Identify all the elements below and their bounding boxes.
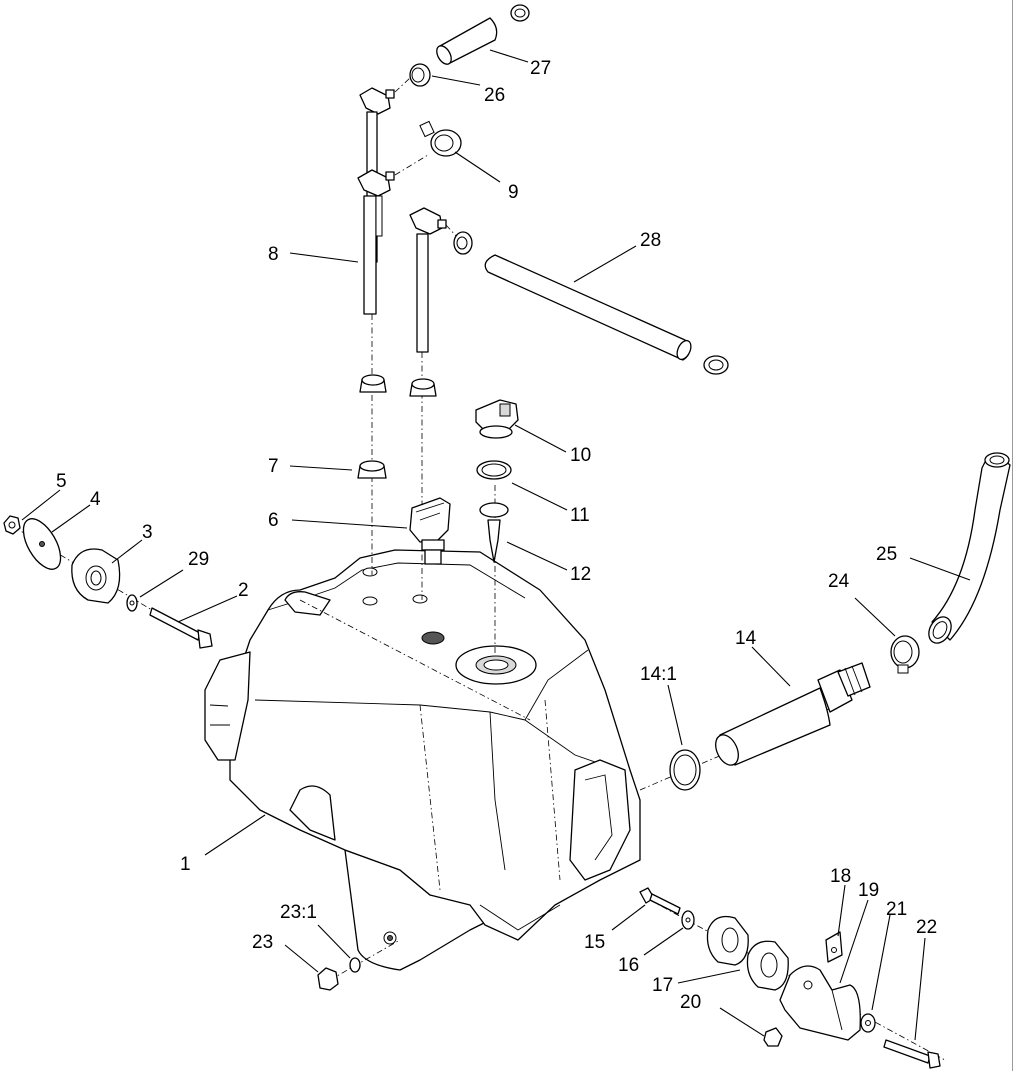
callout-22: 22	[916, 917, 937, 938]
callout-9: 9	[508, 182, 519, 203]
callout-8: 8	[268, 244, 279, 265]
part-24-clamp	[890, 635, 920, 674]
callout-17: 17	[652, 975, 673, 996]
part-10-fuel-cap	[475, 399, 519, 439]
part-5-nut	[3, 515, 21, 535]
callout-14: 14	[735, 628, 757, 649]
part-19-bracket	[779, 965, 861, 1041]
callout-6: 6	[268, 510, 279, 531]
callout-7: 7	[268, 456, 279, 477]
callout-2: 2	[238, 580, 249, 601]
part-18-clip	[825, 931, 843, 963]
part-26-clamp	[409, 63, 431, 87]
part-6-fuel-sender	[409, 497, 451, 565]
fuel-tank	[204, 549, 641, 971]
callout-27: 27	[530, 58, 551, 79]
part-7-grommets	[357, 374, 437, 479]
part-17-isolators	[706, 915, 789, 991]
callout-12: 12	[570, 564, 591, 585]
callout-28: 28	[640, 230, 661, 251]
callout-16: 16	[618, 955, 639, 976]
callout-20: 20	[680, 992, 701, 1013]
callout-23-1: 23:1	[280, 902, 317, 923]
part-3-isolator	[71, 548, 121, 604]
callout-29: 29	[188, 549, 209, 570]
callout-15: 15	[584, 932, 605, 953]
callout-11: 11	[570, 505, 590, 526]
part-29-washer	[126, 594, 138, 612]
part-4-washer	[22, 518, 62, 570]
part-15-bolt	[639, 887, 681, 915]
part-21-washer	[860, 1013, 876, 1033]
part-27-hose	[436, 4, 530, 65]
part-12-strainer	[479, 502, 509, 563]
callout-18: 18	[830, 866, 851, 887]
part-9-clamp	[419, 120, 462, 157]
callout-19: 19	[858, 880, 879, 901]
part-14-1-o-ring	[669, 749, 701, 791]
part-14-fuel-filter	[715, 662, 871, 766]
callout-1: 1	[180, 854, 191, 875]
callout-4: 4	[90, 489, 101, 510]
callout-labels: 1 2 3 4 5 6 7 8 9 10 11 12 14 14:1 15 16…	[56, 58, 937, 1013]
callout-5: 5	[56, 471, 67, 492]
callout-21: 21	[886, 899, 907, 920]
callout-25: 25	[876, 544, 897, 565]
part-11-o-ring	[476, 460, 512, 480]
callout-24: 24	[828, 571, 850, 592]
leader-lines	[21, 49, 971, 1041]
callout-10: 10	[570, 445, 591, 466]
callout-3: 3	[142, 522, 153, 543]
callout-23: 23	[252, 932, 273, 953]
part-25-hose	[928, 452, 1011, 644]
part-23-1-o-ring	[349, 957, 361, 973]
part-16-washer	[681, 910, 695, 930]
part-28-hose	[484, 254, 729, 375]
part-23-drain-plug	[317, 967, 339, 991]
page-border	[1012, 0, 1013, 1071]
callout-14-1: 14:1	[640, 664, 677, 685]
part-28-clamp	[453, 231, 473, 255]
part-20-nut	[763, 1027, 783, 1047]
part-2-bolt	[149, 607, 213, 649]
part-22-bolt	[883, 1039, 941, 1069]
callout-26: 26	[484, 85, 505, 106]
fuel-tube-assembly	[357, 87, 447, 353]
